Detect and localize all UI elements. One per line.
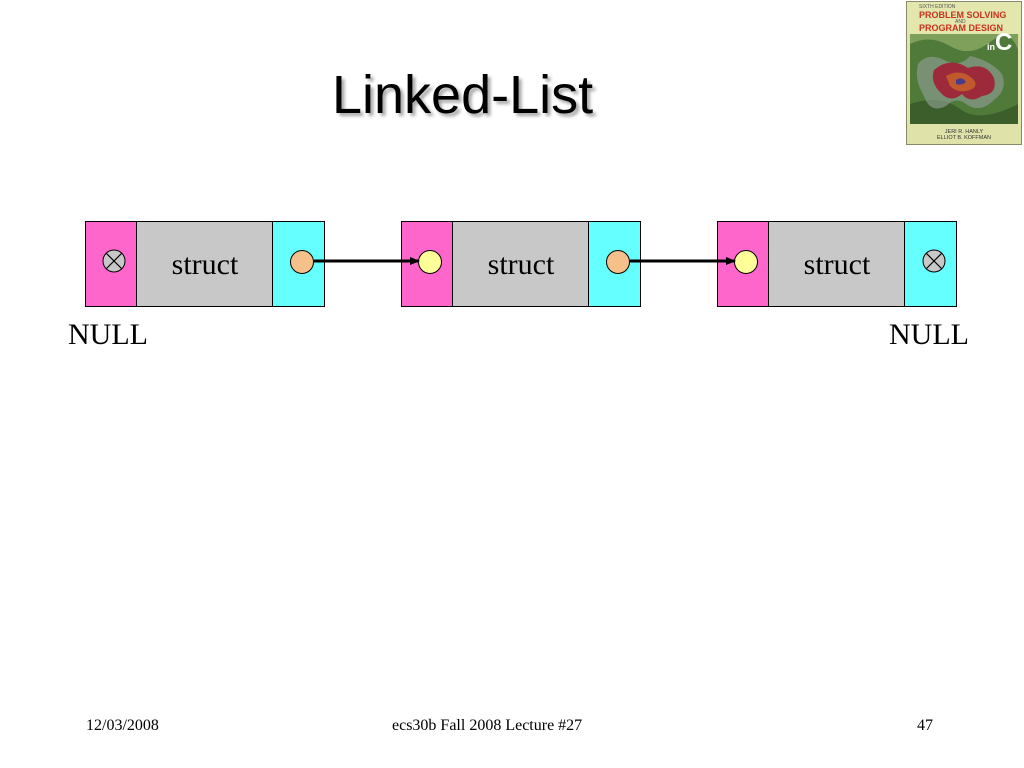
book-title-in-c: inC (987, 29, 1013, 56)
null-pointer-icon (102, 249, 126, 273)
node-data-cell: struct (768, 221, 906, 307)
book-title-line2: PROGRAM DESIGN (919, 23, 1004, 33)
book-title-and: AND (955, 19, 966, 25)
node-next-cell (588, 221, 641, 307)
slide-title: Linked-List (332, 65, 594, 125)
node-label: struct (803, 248, 871, 281)
null-label-left: NULL (68, 318, 148, 351)
null-pointer-icon (922, 249, 946, 273)
book-cover-lake-illustration (910, 34, 1018, 124)
footer-course: ecs30b Fall 2008 Lecture #27 (392, 717, 583, 734)
footer-page-number: 47 (917, 717, 933, 734)
book-author-2: ELLIOT B. KOFFMAN (937, 135, 991, 142)
prev-pointer-dot (734, 250, 758, 274)
book-title-line1: PROBLEM SOLVING (919, 10, 1007, 20)
book-author-1: JERI R. HANLY (944, 128, 984, 135)
book-cover-image: SIXTH EDITION PROBLEM SOLVING AND PROGRA… (906, 1, 1022, 145)
node-data-cell: struct (452, 221, 590, 307)
node-prev-cell (85, 221, 138, 307)
book-authors: JERI R. HANLY ELLIOT B. KOFFMAN (907, 129, 1021, 142)
next-pointer-dot (606, 250, 630, 274)
node-next-cell (272, 221, 325, 307)
null-label-right: NULL (889, 318, 969, 351)
node-data-cell: struct (136, 221, 274, 307)
prev-pointer-dot (418, 250, 442, 274)
book-edition: SIXTH EDITION (919, 4, 956, 10)
node-label: struct (487, 248, 555, 281)
node-label: struct (171, 248, 239, 281)
next-pointer-dot (290, 250, 314, 274)
footer-date: 12/03/2008 (86, 717, 159, 734)
node-next-cell (904, 221, 957, 307)
node-prev-cell (717, 221, 770, 307)
book-cover-header: SIXTH EDITION PROBLEM SOLVING AND PROGRA… (907, 2, 1021, 34)
node-prev-cell (401, 221, 454, 307)
